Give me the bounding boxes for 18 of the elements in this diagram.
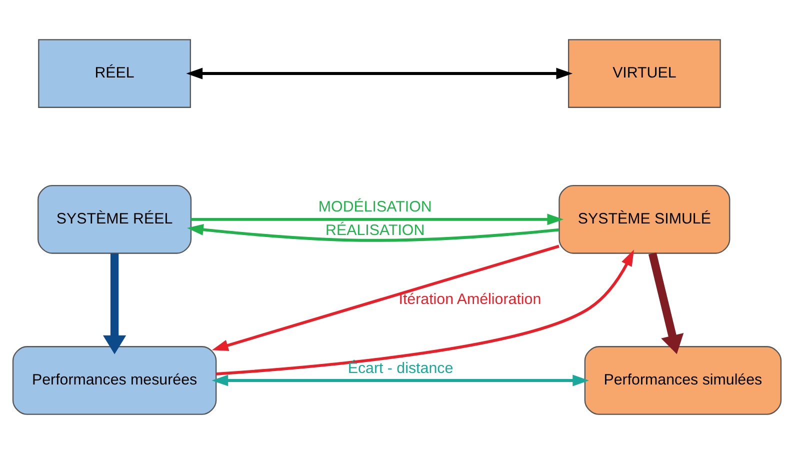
edge-label: MODÉLISATION [318, 198, 432, 216]
arrow [102, 252, 126, 354]
arrow [216, 249, 634, 375]
node-box: SYSTÈME SIMULÉ [558, 184, 730, 254]
node-box: RÉEL [38, 38, 191, 108]
arrow [186, 67, 573, 79]
arrow [187, 224, 560, 242]
edge-label: Itération Amélioration [398, 290, 542, 308]
node-box: VIRTUEL [568, 38, 721, 108]
node-box: Performances mesurées [12, 346, 217, 414]
edge-label: Écart - distance [348, 359, 454, 376]
node-box: SYSTÈME RÉEL [38, 184, 192, 254]
edge-label: RÉALISATION [326, 222, 425, 239]
arrow [191, 213, 564, 225]
arrow [212, 374, 589, 386]
arrow [212, 244, 560, 350]
node-box: Performances simulées [584, 346, 782, 414]
arrow [648, 252, 684, 354]
